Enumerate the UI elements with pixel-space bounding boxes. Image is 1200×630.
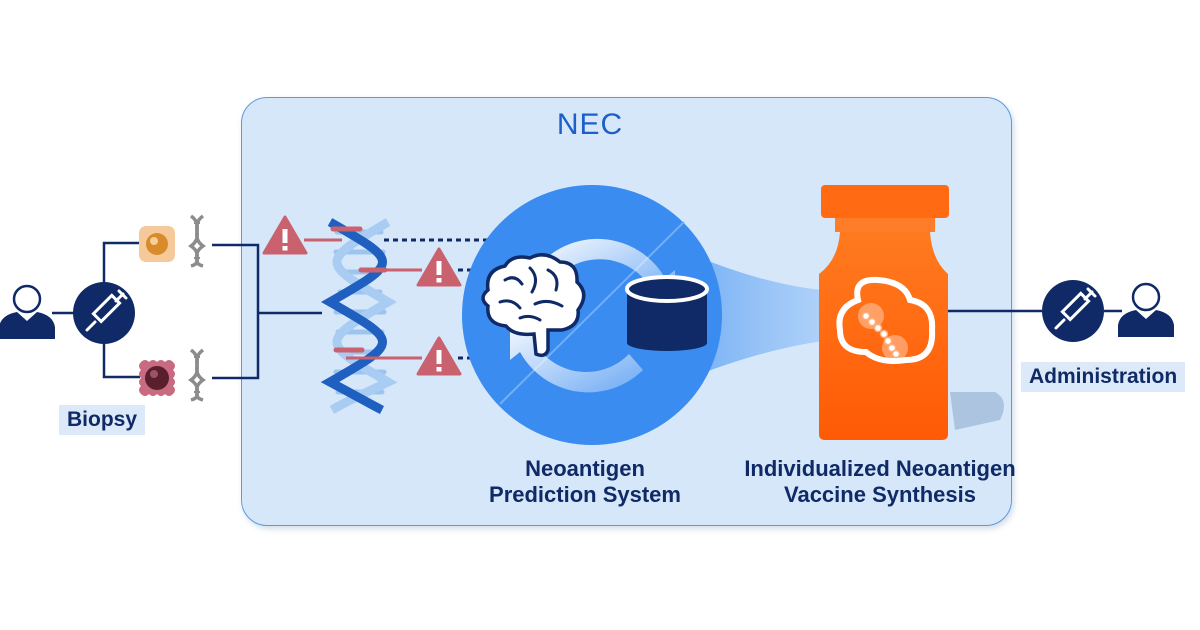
nec-title: NEC (556, 108, 624, 141)
database-icon (625, 275, 709, 351)
dna-tumor-icon (189, 348, 205, 402)
administration-syringe-icon (1040, 278, 1106, 344)
branch-lines (102, 241, 140, 379)
prediction-system-circle (462, 185, 722, 445)
prediction-system-caption: Neoantigen Prediction System (460, 456, 710, 508)
vaccine-synthesis-caption: Individualized Neoantigen Vaccine Synthe… (710, 456, 1050, 508)
dna-helix-icon (320, 218, 398, 415)
synthesis-caption-line2: Vaccine Synthesis (784, 482, 976, 507)
prediction-caption-line1: Neoantigen (525, 456, 645, 481)
dna-merge-lines (212, 243, 322, 380)
mutation-marker-3 (346, 336, 462, 376)
mutation-marker-2 (372, 247, 462, 287)
mutation-marker-1 (262, 215, 342, 255)
biopsy-syringe-icon (71, 280, 137, 346)
dna-normal-icon (189, 214, 205, 268)
brain-icon (481, 253, 586, 358)
synthesis-caption-line1: Individualized Neoantigen (744, 456, 1016, 481)
patient-right-icon (1116, 282, 1176, 339)
prediction-caption-line2: Prediction System (489, 482, 681, 507)
tumor-cell-icon (139, 360, 175, 396)
normal-cell-icon (139, 226, 175, 262)
refresh-icon (510, 238, 675, 393)
patient-left-icon (0, 284, 57, 341)
administration-label: Administration (1021, 362, 1186, 392)
peptide-chain-icon (858, 303, 908, 361)
vaccine-vial-icon (819, 185, 1004, 440)
biopsy-label: Biopsy (59, 405, 146, 435)
